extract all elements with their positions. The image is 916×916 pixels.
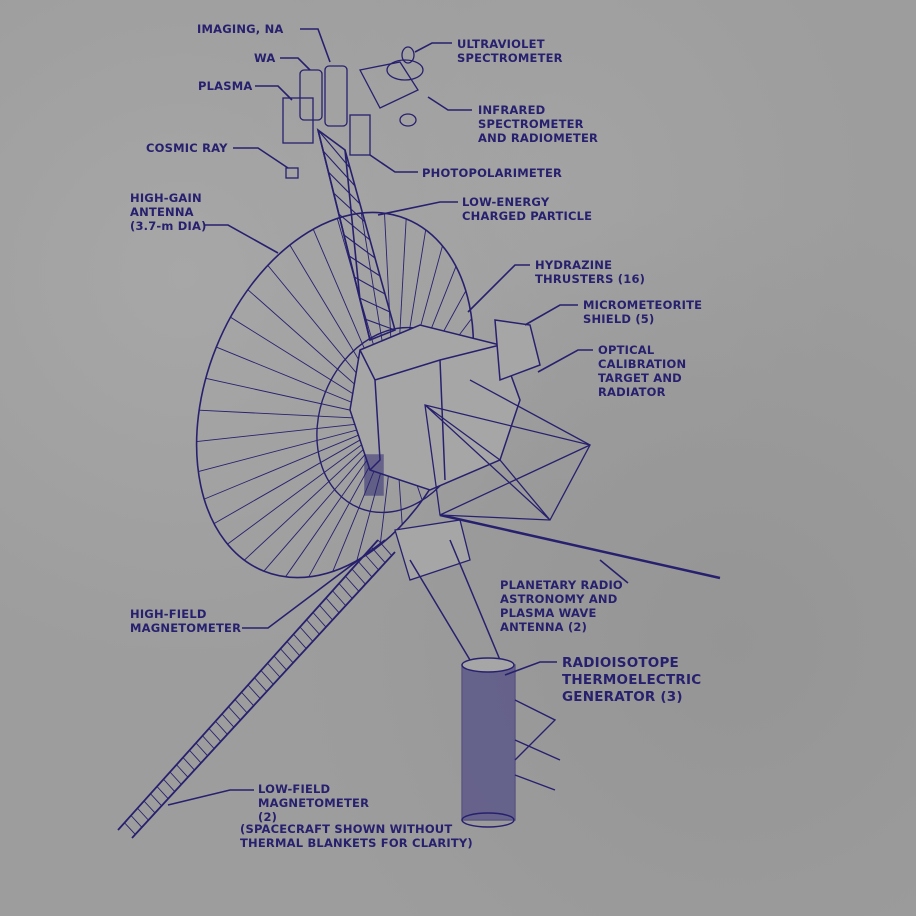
mag-boom-brace xyxy=(195,742,208,757)
mag-boom-brace xyxy=(208,728,222,742)
mag-boom-brace xyxy=(202,735,215,749)
mag-boom-brace xyxy=(332,590,347,606)
mag-boom-brace xyxy=(364,554,379,571)
label-high-field-magnetometer: HIGH-FIELD MAGNETOMETER xyxy=(130,607,242,635)
mag-boom-brace xyxy=(358,561,373,578)
label-cosmic-ray: COSMIC RAY xyxy=(146,141,228,155)
mag-boom-brace xyxy=(221,713,235,728)
mag-boom-brace xyxy=(371,546,386,564)
boom-brace xyxy=(364,318,396,331)
mag-boom-brace xyxy=(338,583,353,599)
mag-boom-brace xyxy=(163,778,176,792)
boom-brace xyxy=(348,255,381,277)
mag-boom-brace xyxy=(299,626,314,642)
label-rtg: RADIOISOTOPE THERMOELECTRIC GENERATOR (3… xyxy=(562,655,702,705)
label-hydrazine-thrusters: HYDRAZINE THRUSTERS (16) xyxy=(535,258,646,286)
label-micrometeorite-shield: MICROMETEORITE SHIELD (5) xyxy=(583,298,703,326)
mag-boom-brace xyxy=(143,800,156,814)
mag-boom-brace xyxy=(260,670,274,685)
boom-brace xyxy=(359,297,391,313)
mag-boom-brace xyxy=(273,655,287,671)
mag-boom-brace xyxy=(137,807,149,821)
boom-brace xyxy=(317,129,351,169)
label-wa: WA xyxy=(254,51,276,65)
mag-boom-brace xyxy=(241,691,254,707)
mag-boom-brace xyxy=(351,568,366,585)
label-plasma: PLASMA xyxy=(198,79,253,93)
magnetometer-boom xyxy=(117,539,396,839)
mag-boom-brace xyxy=(150,793,162,807)
mag-boom-brace xyxy=(254,677,268,692)
science-boom xyxy=(316,128,396,342)
boom-brace xyxy=(322,150,356,187)
mag-boom-brace xyxy=(345,575,360,592)
mag-boom-brace xyxy=(215,720,228,735)
boom-brace xyxy=(338,213,371,241)
mag-boom-brace xyxy=(286,641,300,656)
scan-platform xyxy=(282,46,424,179)
rtg-generator xyxy=(409,539,561,828)
label-infrared-spectrometer: INFRARED SPECTROMETER AND RADIOMETER xyxy=(478,103,599,145)
label-optical-calibration: OPTICAL CALIBRATION TARGET AND RADIATOR xyxy=(598,343,687,399)
mag-boom-brace xyxy=(189,749,202,764)
mag-boom-brace xyxy=(156,786,169,799)
leader-lines xyxy=(167,28,629,806)
boom-brace xyxy=(354,276,386,295)
label-ultraviolet-spectrometer: ULTRAVIOLET SPECTROMETER xyxy=(457,37,563,65)
spacecraft-bus xyxy=(349,319,541,496)
mag-boom-brace xyxy=(182,757,195,771)
boom-brace xyxy=(328,171,361,205)
label-imaging-na: IMAGING, NA xyxy=(197,22,284,36)
mag-boom-brace xyxy=(130,815,143,828)
label-photopolarimeter: PHOTOPOLARIMETER xyxy=(422,166,563,180)
mag-boom-brace xyxy=(234,699,248,714)
mag-boom-brace xyxy=(293,633,307,649)
mag-boom-brace xyxy=(319,604,333,621)
mag-boom-brace xyxy=(176,764,189,778)
mag-boom-brace xyxy=(247,684,261,699)
boom-brace xyxy=(333,192,366,223)
mag-boom-brace xyxy=(124,822,136,835)
planetary-radio-antenna xyxy=(439,513,721,580)
mag-boom-brace xyxy=(306,619,320,635)
mag-boom-brace xyxy=(228,706,241,721)
mag-boom-brace xyxy=(377,539,393,556)
mag-boom-brace xyxy=(312,612,327,628)
mag-boom-brace xyxy=(267,662,281,678)
label-low-energy-charged-particle: LOW-ENERGY CHARGED PARTICLE xyxy=(462,195,593,223)
label-low-field-magnetometer: LOW-FIELD MAGNETOMETER (2) xyxy=(258,782,370,824)
label-planetary-radio: PLANETARY RADIO ASTRONOMY AND PLASMA WAV… xyxy=(500,578,623,634)
label-high-gain-antenna: HIGH-GAIN ANTENNA (3.7-m DIA) xyxy=(130,191,207,233)
mag-boom-brace xyxy=(325,597,340,614)
mag-boom-brace xyxy=(169,771,182,785)
mag-boom-brace xyxy=(280,648,294,664)
boom-brace xyxy=(343,234,376,259)
diagram-note: (SPACECRAFT SHOWN WITHOUT THERMAL BLANKE… xyxy=(240,822,473,850)
